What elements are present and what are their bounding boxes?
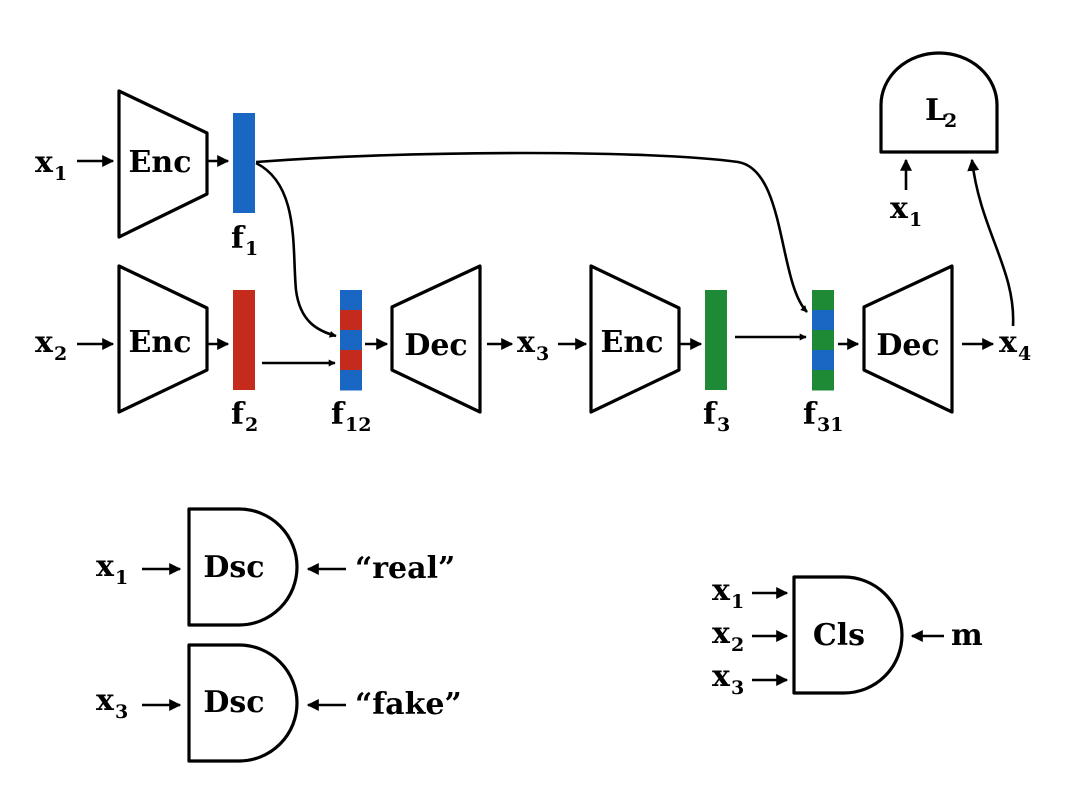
f2-caption: f 2: [231, 397, 258, 436]
f12-label: f: [331, 397, 346, 432]
x1-subscript: 1: [54, 163, 67, 185]
decoder-1: [390, 264, 482, 414]
loss-l2-label: L: [925, 93, 946, 128]
x3-mid-label: x: [517, 325, 536, 360]
discriminator-fake: [187, 643, 299, 763]
feature-segment: [812, 310, 834, 331]
real-target-label: “real”: [355, 551, 455, 586]
discriminator-real-label: Dsc: [203, 550, 264, 585]
cls-x2-subscript: 2: [731, 634, 744, 656]
feature-segment: [812, 370, 834, 391]
feature-f31: [812, 290, 834, 391]
dsc-input-x3: x 3: [96, 683, 128, 723]
cls-x1-subscript: 1: [731, 591, 744, 613]
f1-caption: f 1: [231, 221, 258, 260]
classifier: [792, 575, 904, 695]
cls-input-x1: x 1: [712, 573, 744, 613]
x3-mid-subscript: 3: [536, 343, 549, 365]
x2-label: x: [35, 325, 54, 360]
loss-l2-block: [879, 51, 999, 154]
dsc-input-x1: x 1: [96, 549, 128, 589]
f1-label: f: [231, 221, 246, 256]
loss-l2-label-group: L 2: [925, 93, 957, 132]
f2-subscript: 2: [245, 414, 258, 436]
discriminator-real: [187, 507, 299, 627]
feature-segment: [340, 330, 362, 351]
feature-f1: [233, 113, 255, 213]
x3-middle: x 3: [517, 325, 549, 365]
encoder-1-label: Enc: [129, 145, 192, 180]
f31-caption: f 31: [803, 397, 843, 436]
x4-subscript: 4: [1018, 343, 1031, 365]
encoder-3-label: Enc: [601, 325, 664, 360]
f3-subscript: 3: [717, 414, 730, 436]
dsc-x3-subscript: 3: [115, 701, 128, 723]
arrow-f1-to-f12: [255, 161, 337, 338]
x1-label: x: [35, 145, 54, 180]
f3-label: f: [703, 397, 718, 432]
x2-subscript: 2: [54, 343, 67, 365]
f2-label: f: [231, 397, 246, 432]
f12-caption: f 12: [331, 397, 371, 436]
x1-to-loss: x 1: [890, 191, 922, 231]
dsc-x1-label: x: [96, 549, 115, 584]
f12-subscript: 12: [345, 414, 371, 436]
decoder-1-label: Dec: [404, 328, 467, 363]
input-x2: x 2: [35, 325, 67, 365]
encoder-2: [117, 264, 209, 414]
dsc-x1-subscript: 1: [115, 567, 128, 589]
feature-segment: [812, 350, 834, 371]
dsc-x3-label: x: [96, 683, 115, 718]
x1-loss-label: x: [890, 191, 909, 226]
x1-loss-subscript: 1: [909, 209, 922, 231]
cls-x1-label: x: [712, 573, 731, 608]
fake-target-label: “fake”: [355, 687, 462, 722]
feature-segment: [340, 350, 362, 371]
encoder-2-label: Enc: [129, 325, 192, 360]
cls-x3-label: x: [712, 659, 731, 694]
input-x1-top: x 1: [35, 145, 67, 185]
encoder-3: [589, 264, 681, 414]
feature-segment: [340, 370, 362, 391]
loss-l2-subscript: 2: [944, 110, 957, 132]
feature-segment: [812, 330, 834, 351]
arrow-f1-to-f31: [255, 151, 808, 313]
feature-segment: [340, 310, 362, 331]
classifier-label: Cls: [813, 618, 865, 653]
cls-input-x2: x 2: [712, 616, 744, 656]
cls-input-x3: x 3: [712, 659, 744, 699]
feature-segment: [812, 290, 834, 311]
x4-label: x: [999, 325, 1018, 360]
f31-label: f: [803, 397, 818, 432]
cls-x2-label: x: [712, 616, 731, 651]
discriminator-fake-label: Dsc: [203, 685, 264, 720]
arrow-x4-to-l2: [967, 158, 1015, 327]
feature-f2: [233, 290, 255, 390]
decoder-2-label: Dec: [876, 328, 939, 363]
feature-segment: [340, 290, 362, 311]
encoder-1: [117, 89, 209, 239]
feature-f12: [340, 290, 362, 391]
f1-subscript: 1: [245, 238, 258, 260]
f3-caption: f 3: [703, 397, 730, 436]
cls-x3-subscript: 3: [731, 677, 744, 699]
decoder-2: [862, 264, 954, 414]
f31-subscript: 31: [817, 414, 843, 436]
feature-f3: [705, 290, 727, 390]
output-x4: x 4: [999, 325, 1031, 365]
m-label: m: [951, 618, 983, 653]
